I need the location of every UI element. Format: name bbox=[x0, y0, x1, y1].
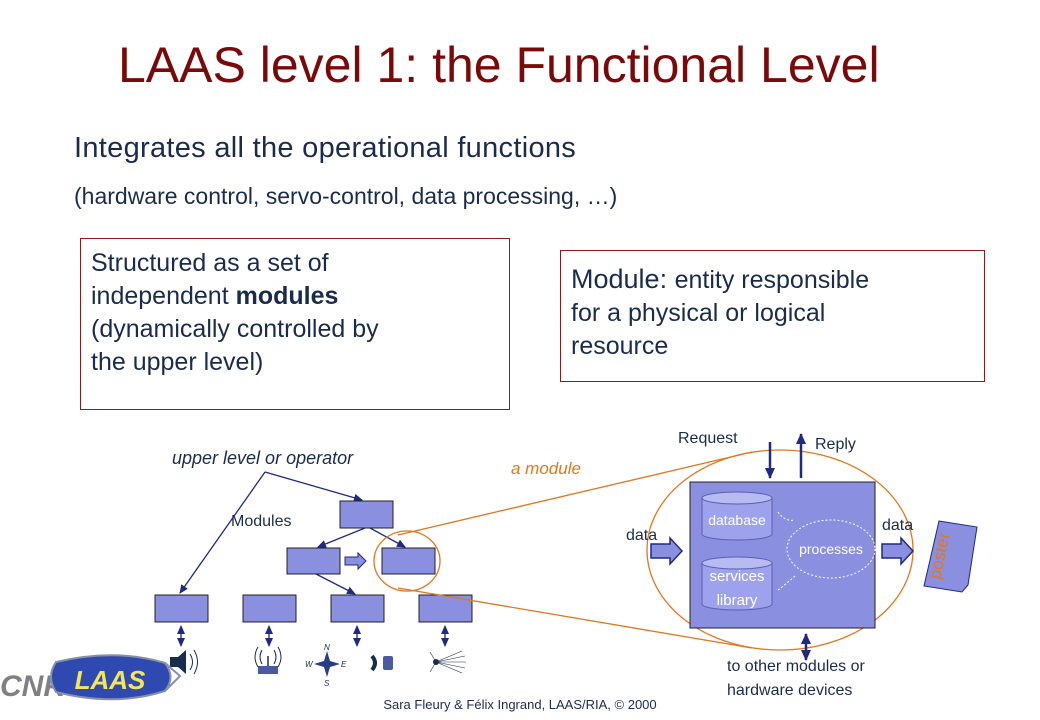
footer-credit: Sara Fleury & Félix Ingrand, LAAS/RIA, ©… bbox=[383, 697, 657, 712]
box2-line1: Module: entity responsible bbox=[571, 263, 976, 297]
box1-modules-bold: modules bbox=[235, 282, 339, 310]
bottom-label-line1: to other modules or bbox=[727, 658, 866, 675]
data-out-label: data bbox=[882, 517, 913, 534]
compass-icon: N E S W bbox=[305, 643, 347, 688]
modules-structure-box: Structured as a set of independent modul… bbox=[80, 238, 510, 410]
zoom-line-top bbox=[397, 451, 753, 536]
laas-logo-text: LAAS bbox=[75, 665, 146, 695]
antenna-icon bbox=[254, 646, 282, 674]
box2-term: Module bbox=[571, 264, 660, 294]
box1-line3: (dynamically controlled by bbox=[91, 315, 379, 343]
tree-arrow bbox=[317, 527, 366, 548]
block-arrow-small bbox=[344, 551, 367, 571]
box2-line1-rest: entity responsible bbox=[674, 266, 870, 294]
upper-to-top-arrow bbox=[264, 471, 363, 502]
module-box bbox=[154, 594, 209, 623]
db-process-link bbox=[777, 511, 796, 521]
compass-w: W bbox=[305, 660, 314, 669]
zoom-source-circle bbox=[373, 530, 441, 592]
tree-arrow bbox=[315, 573, 356, 595]
module-definition-box: Module: entity responsible for a physica… bbox=[560, 250, 985, 382]
module-box bbox=[330, 594, 385, 623]
laas-logo: CNRS LAAS bbox=[0, 654, 182, 703]
intro-subline: (hardware control, servo-control, data p… bbox=[74, 183, 618, 209]
database-cylinder bbox=[701, 491, 773, 541]
data-out-arrow bbox=[881, 536, 915, 566]
speaker-icon bbox=[170, 649, 198, 675]
database-label: database bbox=[708, 512, 766, 528]
box1-line2-pre: independent bbox=[91, 282, 236, 310]
upper-level-label: upper level or operator bbox=[172, 448, 354, 468]
box1-line4: the upper level) bbox=[91, 348, 264, 376]
modules-label: Modules bbox=[231, 513, 291, 530]
bottom-label-line2: hardware devices bbox=[727, 682, 852, 699]
camera-icon bbox=[370, 654, 393, 672]
module-box bbox=[286, 547, 341, 575]
box2-line2: for a physical or logical bbox=[571, 299, 826, 327]
compass-s: S bbox=[324, 679, 330, 688]
services-library-cylinder bbox=[701, 556, 773, 611]
module-box bbox=[242, 594, 297, 623]
reply-label: Reply bbox=[815, 436, 856, 453]
box1-line1: Structured as a set of bbox=[91, 249, 329, 277]
module-box bbox=[339, 500, 394, 529]
module-box bbox=[381, 547, 436, 575]
compass-n: N bbox=[324, 643, 330, 652]
slide-title: LAAS level 1: the Functional Level bbox=[118, 37, 880, 93]
box2-line3: resource bbox=[571, 332, 669, 360]
request-label: Request bbox=[678, 430, 738, 447]
processes-ellipse bbox=[786, 519, 876, 579]
zoom-line-bottom bbox=[397, 587, 753, 649]
processes-label: processes bbox=[799, 541, 863, 557]
data-in-arrow bbox=[650, 536, 684, 566]
laser-icon bbox=[429, 650, 466, 674]
library-label: library bbox=[717, 592, 758, 609]
data-in-label: data bbox=[626, 527, 657, 544]
box1-line2: independent modules bbox=[91, 280, 501, 313]
upper-to-leaf-arrow bbox=[179, 471, 266, 594]
compass-e: E bbox=[341, 660, 347, 669]
a-module-label: a module bbox=[511, 459, 581, 478]
poster-shape bbox=[923, 520, 978, 593]
intro-line: Integrates all the operational functions bbox=[74, 132, 577, 164]
box2-colon: : bbox=[659, 264, 675, 294]
services-label: services bbox=[709, 568, 764, 585]
lib-process-link bbox=[777, 575, 796, 591]
